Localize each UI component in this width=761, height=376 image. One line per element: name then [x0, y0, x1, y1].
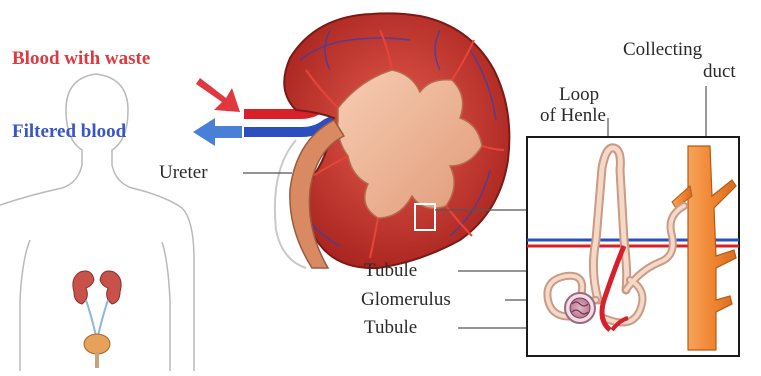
- red-arrow-icon: [196, 78, 240, 112]
- tubule-upper-label: Tubule: [364, 261, 417, 280]
- nephron-inset: [527, 137, 739, 356]
- loop-of-henle-label-line1: Loop: [559, 85, 599, 104]
- glomerulus-icon: [565, 293, 595, 323]
- blood-with-waste-label: Blood with waste: [12, 49, 150, 68]
- human-body-outline: [0, 74, 194, 371]
- filtered-blood-label: Filtered blood: [12, 122, 126, 141]
- glomerulus-label: Glomerulus: [361, 290, 451, 309]
- loop-of-henle-label-line2: of Henle: [540, 106, 606, 125]
- blue-arrow-icon: [193, 118, 242, 146]
- ureter-label: Ureter: [159, 163, 208, 182]
- body-kidneys-icon: [73, 271, 121, 368]
- collecting-duct-label-line2: duct: [703, 62, 736, 81]
- collecting-duct-label-line1: Collecting: [623, 40, 702, 59]
- tubule-lower-label: Tubule: [364, 318, 417, 337]
